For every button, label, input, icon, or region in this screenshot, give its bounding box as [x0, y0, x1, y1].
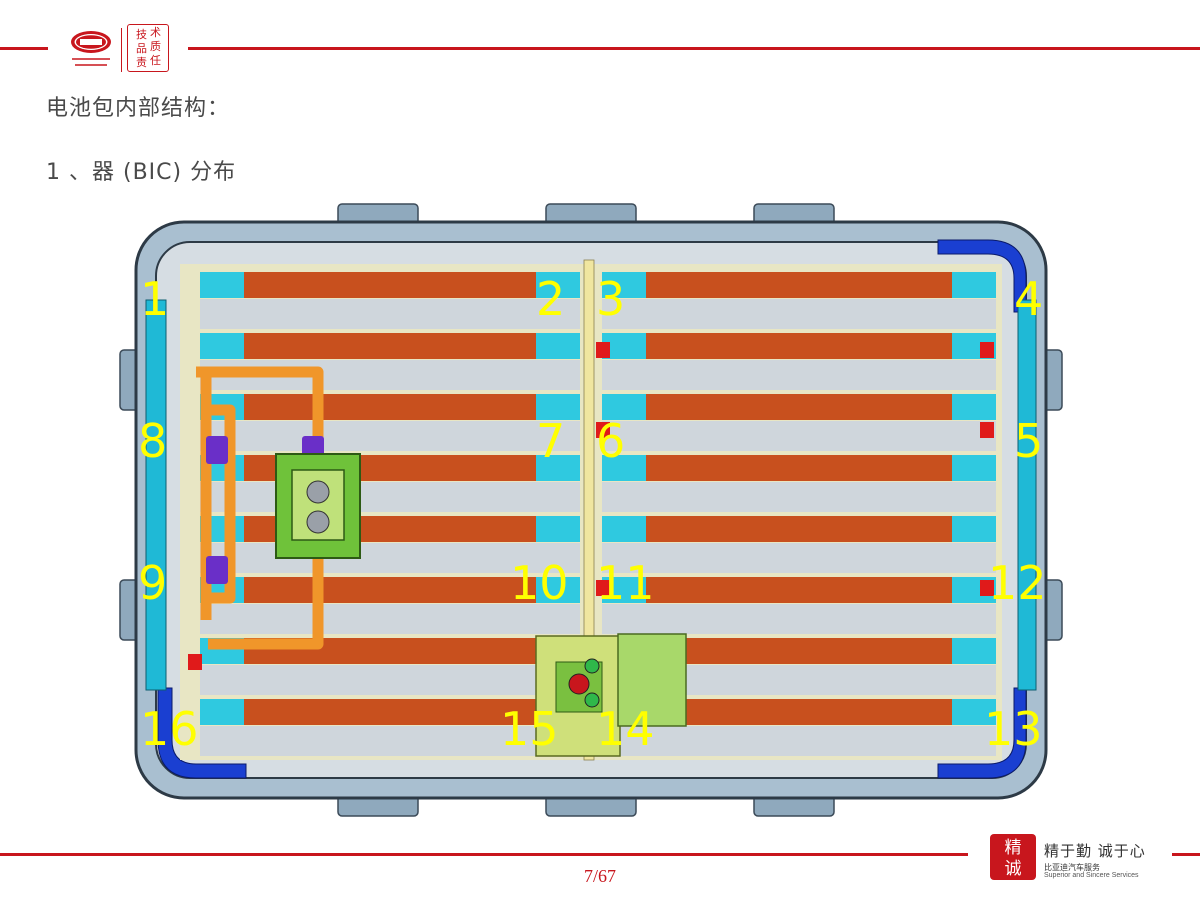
seal-char: 品	[136, 42, 147, 55]
bic-label: 6	[596, 414, 626, 468]
footer-rule-left	[0, 853, 968, 856]
bic-label: 14	[596, 702, 655, 756]
logo-divider	[121, 28, 122, 72]
footer-rule-right	[1172, 853, 1200, 856]
bic-label: 16	[140, 702, 199, 756]
bic-label: 4	[1014, 272, 1044, 326]
bic-label: 2	[536, 272, 566, 326]
brand-slogan-en: Superior and Sincere Services	[1044, 872, 1139, 879]
svg-text:诚: 诚	[1005, 859, 1022, 879]
page-number: 7/67	[583, 866, 616, 886]
bic-label: 12	[988, 556, 1047, 610]
bic-label: 11	[596, 556, 655, 610]
svg-text:精: 精	[1005, 838, 1022, 858]
quality-seal: 技 术 品 质 责 任	[127, 24, 169, 72]
battery-pack-diagram	[119, 203, 1063, 817]
seal-char: 责	[136, 56, 147, 69]
bic-label: 13	[984, 702, 1043, 756]
byd-logo-icon	[71, 31, 111, 66]
bic-label: 3	[596, 272, 626, 326]
seal-char: 技	[136, 28, 147, 41]
bic-label: 1	[140, 272, 170, 326]
brand-slogan: 精于勤 诚于心	[1044, 842, 1146, 860]
header-rule-right	[188, 47, 1200, 50]
brand-slogan-sub: 比亚迪汽车服务	[1044, 863, 1100, 872]
seal-char: 质	[150, 40, 161, 53]
header-rule-left	[0, 47, 48, 50]
seal-logo-icon: 精 诚	[990, 834, 1036, 880]
bic-label: 5	[1014, 414, 1044, 468]
bic-label: 10	[510, 556, 569, 610]
seal-char: 任	[150, 54, 161, 67]
bic-label: 8	[138, 414, 168, 468]
bic-label: 9	[138, 556, 168, 610]
page-title: 电池包内部结构：	[46, 96, 231, 121]
bic-label: 15	[500, 702, 559, 756]
seal-char: 术	[150, 26, 161, 39]
bic-label: 7	[536, 414, 566, 468]
page-subtitle: 1 、器 (BIC) 分布	[46, 160, 237, 185]
